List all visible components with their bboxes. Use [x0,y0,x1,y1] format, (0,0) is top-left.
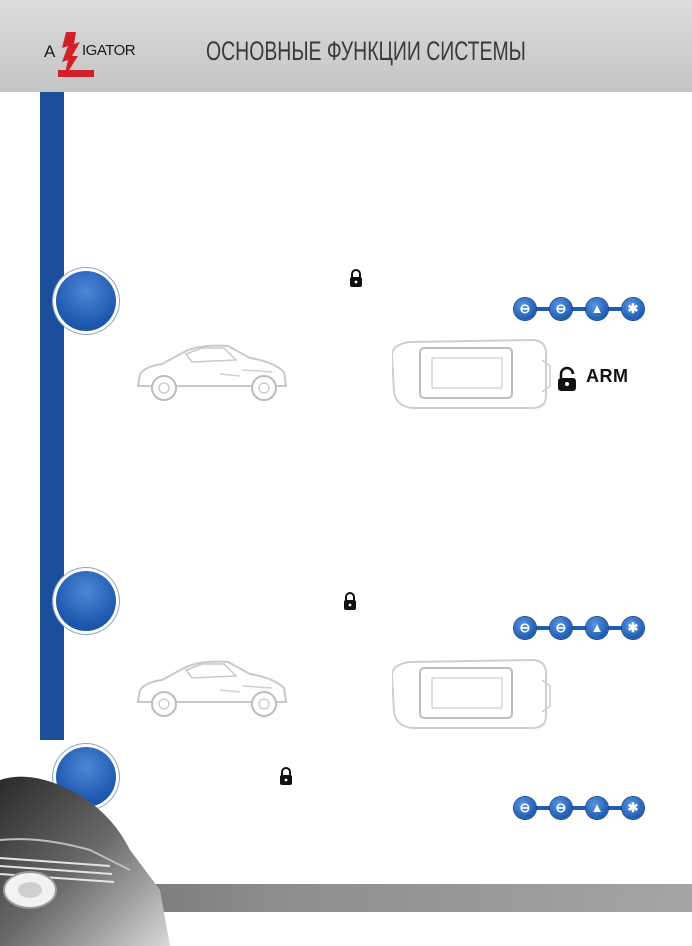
decorative-car-front-image [0,776,170,946]
asterisk-icon: ✱ [622,617,644,639]
lock-icon [344,592,356,610]
page-title: ОСНОВНЫЕ ФУНКЦИИ СИСТЕМЫ [206,36,526,66]
status-text: ARM [586,366,629,386]
remote-button-row-2: ⊖ ⊖ ▲ ✱ [512,615,644,641]
horn-icon: ▲ [586,298,608,320]
horn-icon: ▲ [586,617,608,639]
remote-button-row-1: ⊖ ⊖ ▲ ✱ [512,296,644,322]
unlock-icon [558,366,576,391]
key-closed-icon: ⊖ [550,617,572,639]
remote-control-illustration [392,338,551,409]
key-open-icon: ⊖ [514,617,536,639]
step-2-circle [53,568,119,634]
key-open-icon: ⊖ [514,797,536,819]
step-1-circle [53,268,119,334]
sidebar-accent-bar [40,92,64,740]
horn-icon: ▲ [586,797,608,819]
key-closed-icon: ⊖ [550,298,572,320]
alligator-logo: A IGATOR [44,30,154,80]
remote-button-row-3: ⊖ ⊖ ▲ ✱ [512,795,644,821]
lock-icon [350,269,362,287]
asterisk-icon: ✱ [622,797,644,819]
remote-control-illustration [392,658,551,729]
key-open-icon: ⊖ [514,298,536,320]
car-illustration [136,344,288,401]
lock-icon [280,767,292,785]
header-bar: A IGATOR ОСНОВНЫЕ ФУНКЦИИ СИСТЕМЫ [0,0,692,92]
car-illustration [136,660,288,717]
asterisk-icon: ✱ [622,298,644,320]
key-closed-icon: ⊖ [550,797,572,819]
